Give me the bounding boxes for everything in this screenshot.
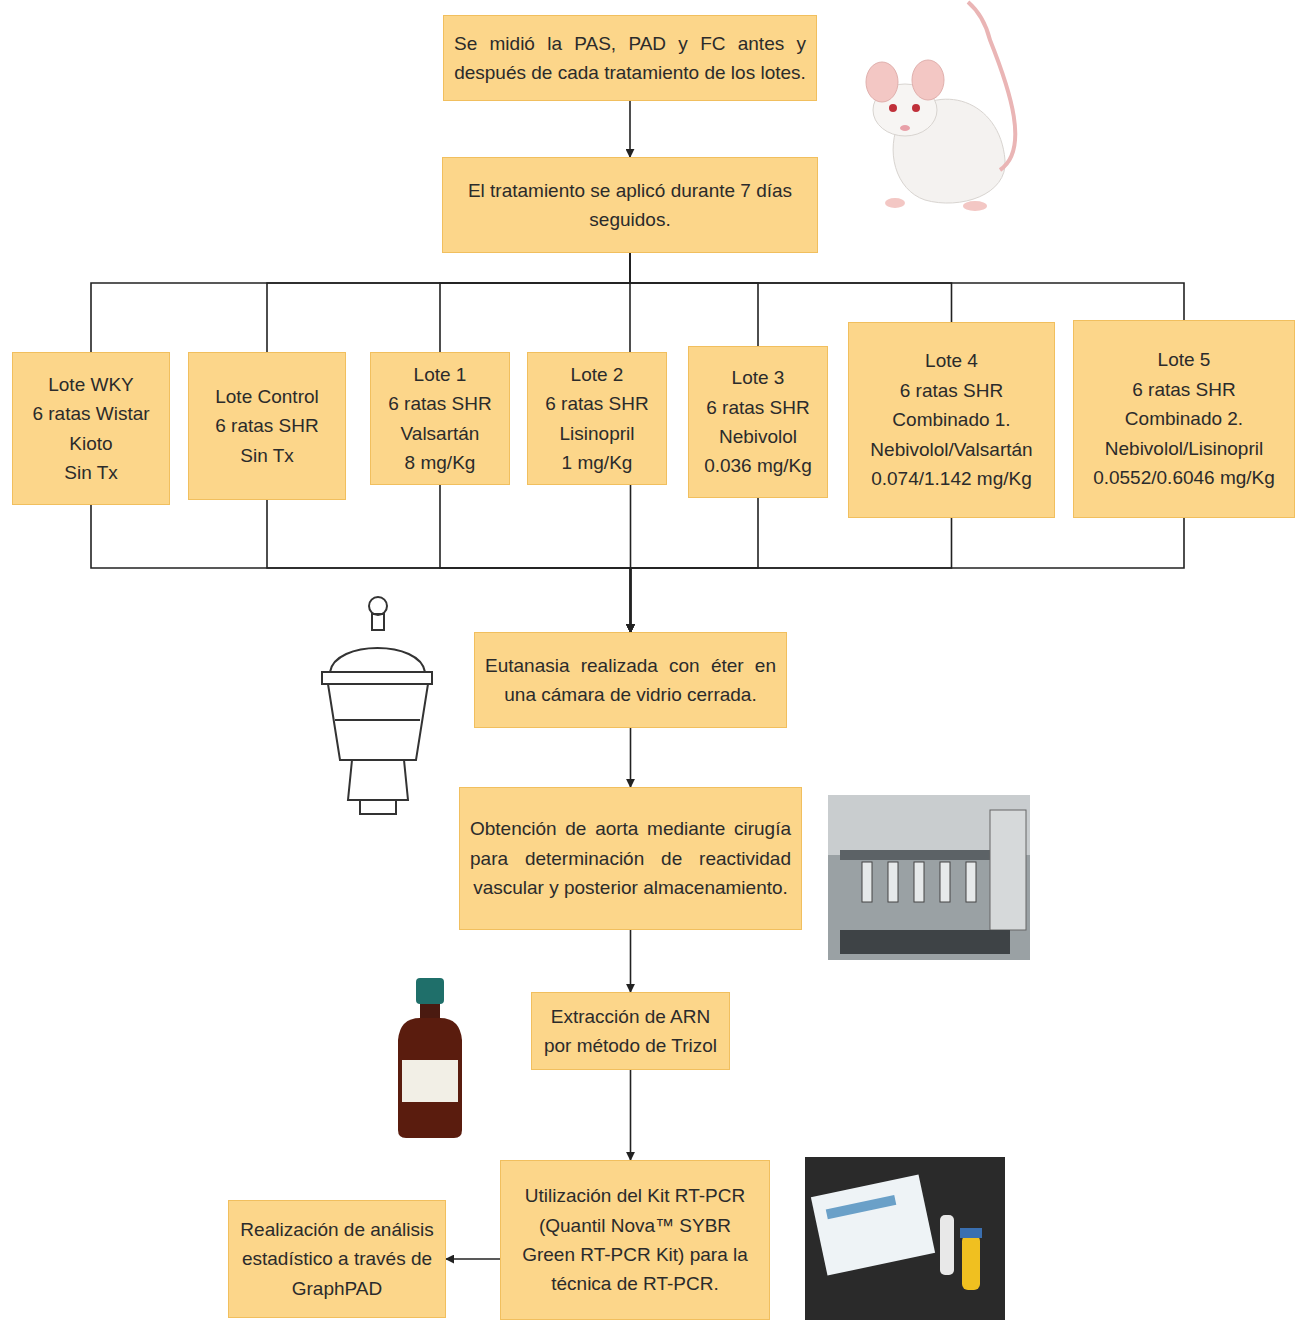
box-text: Lote Control xyxy=(199,382,335,411)
flow-arrow xyxy=(630,253,758,346)
box-text: Obtención de aorta mediante cirugía para… xyxy=(470,814,791,902)
process-box: Extracción de ARN por método de Trizol xyxy=(531,992,730,1070)
process-box: Lote 56 ratas SHRCombinado 2.Nebivolol/L… xyxy=(1073,320,1295,518)
box-text: 6 ratas SHR xyxy=(699,393,817,422)
box-text: 6 ratas SHR xyxy=(381,389,499,418)
process-box: El tratamiento se aplicó durante 7 días … xyxy=(442,157,818,253)
rat-illustration xyxy=(866,2,1015,211)
process-box: Se midió la PAS, PAD y FC antes y despué… xyxy=(443,15,817,101)
trizol-bottle xyxy=(398,978,462,1138)
box-text: Realización de análisis estadístico a tr… xyxy=(239,1215,435,1303)
box-text: Utilización del Kit RT-PCR (Quantil Nova… xyxy=(511,1181,759,1299)
box-text: Extracción de ARN por método de Trizol xyxy=(542,1002,719,1061)
process-box: Obtención de aorta mediante cirugía para… xyxy=(459,787,802,930)
box-text: Eutanasia realizada con éter en una cáma… xyxy=(485,651,776,710)
flow-arrow xyxy=(440,253,630,352)
box-text: 6 ratas SHR xyxy=(199,411,335,440)
flow-arrow xyxy=(630,253,952,322)
process-box: Lote WKY6 ratas Wistar KiotoSin Tx xyxy=(12,352,170,505)
box-text: Combinado 1. xyxy=(859,405,1044,434)
box-text: 6 ratas SHR xyxy=(859,376,1044,405)
process-box: Lote 26 ratas SHRLisinopril1 mg/Kg xyxy=(527,352,667,485)
box-text: Nebivolol xyxy=(699,422,817,451)
kit-photo xyxy=(805,1157,1005,1320)
flow-arrow xyxy=(267,253,630,352)
flow-arrow xyxy=(630,728,632,787)
box-text: Valsartán xyxy=(381,419,499,448)
box-text: El tratamiento se aplicó durante 7 días … xyxy=(453,176,807,235)
box-text: Lote 1 xyxy=(381,360,499,389)
desiccator-illustration xyxy=(322,597,432,814)
box-text: Lote 5 xyxy=(1084,345,1284,374)
process-box: Lote 36 ratas SHRNebivolol0.036 mg/Kg xyxy=(688,346,828,498)
box-text: Combinado 2. xyxy=(1084,404,1284,433)
box-text: Se midió la PAS, PAD y FC antes y despué… xyxy=(454,29,806,88)
flow-arrow xyxy=(631,518,1185,632)
box-text: 6 ratas SHR xyxy=(538,389,656,418)
flow-arrow xyxy=(631,498,759,632)
box-text: Sin Tx xyxy=(199,441,335,470)
box-text: Lisinopril xyxy=(538,419,656,448)
flow-arrow xyxy=(631,518,952,632)
flow-arrow xyxy=(629,101,631,157)
box-text: 8 mg/Kg xyxy=(381,448,499,477)
flow-arrow xyxy=(446,1258,500,1260)
box-text: 0.0552/0.6046 mg/Kg xyxy=(1084,463,1284,492)
process-box: Lote 46 ratas SHRCombinado 1.Nebivolol/V… xyxy=(848,322,1055,518)
process-box: Lote 16 ratas SHRValsartán8 mg/Kg xyxy=(370,352,510,485)
box-text: Lote 3 xyxy=(699,363,817,392)
box-text: 0.036 mg/Kg xyxy=(699,451,817,480)
flow-arrow xyxy=(267,500,631,632)
process-box: Lote Control6 ratas SHRSin Tx xyxy=(188,352,346,500)
box-text: 1 mg/Kg xyxy=(538,448,656,477)
flow-arrow xyxy=(91,253,630,352)
box-text: Lote 4 xyxy=(859,346,1044,375)
box-text: Lote 2 xyxy=(538,360,656,389)
process-box: Utilización del Kit RT-PCR (Quantil Nova… xyxy=(500,1160,770,1320)
box-text: 6 ratas SHR xyxy=(1084,375,1284,404)
flow-arrow xyxy=(440,485,631,632)
box-text: Lote WKY xyxy=(23,370,159,399)
organ-bath-photo xyxy=(828,795,1030,960)
box-text: 6 ratas Wistar Kioto xyxy=(23,399,159,458)
flow-arrow xyxy=(630,930,632,992)
flow-arrow xyxy=(630,253,1184,320)
box-text: Nebivolol/Lisinopril xyxy=(1084,434,1284,463)
flow-arrow xyxy=(630,1070,632,1160)
box-text: Sin Tx xyxy=(23,458,159,487)
process-box: Eutanasia realizada con éter en una cáma… xyxy=(474,632,787,728)
box-text: 0.074/1.142 mg/Kg xyxy=(859,464,1044,493)
box-text: Nebivolol/Valsartán xyxy=(859,435,1044,464)
process-box: Realización de análisis estadístico a tr… xyxy=(228,1200,446,1318)
